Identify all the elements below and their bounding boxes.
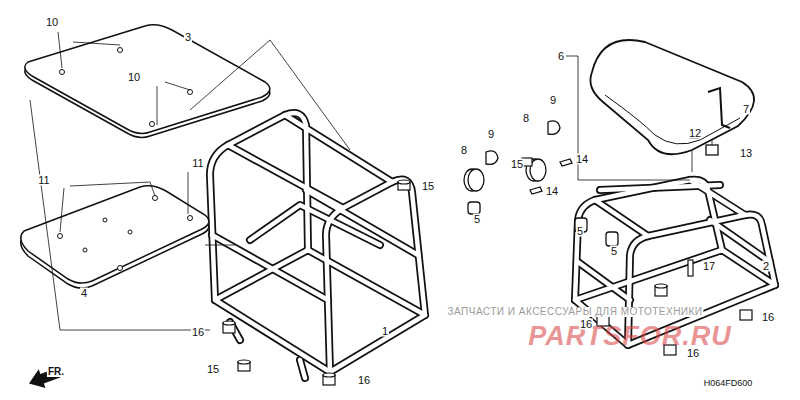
callout-number: 16 (191, 327, 205, 338)
callout-number: 11 (37, 175, 50, 186)
callout-number: 5 (576, 226, 584, 237)
callout-number: 15 (510, 159, 524, 170)
callout-number: 16 (579, 319, 593, 330)
callout-number: 17 (702, 261, 716, 272)
callout-number: 16 (686, 348, 700, 359)
callout-number: 16 (761, 312, 775, 323)
callout-number: 7 (742, 104, 750, 115)
callout-number: 3 (184, 32, 192, 43)
watermark: PARTSFOR.RU (528, 323, 732, 350)
watermark: ЗАПЧАСТИ И АКСЕССУАРЫ ДЛЯ МОТОТЕХНИКИ (446, 307, 703, 317)
callout-number: 8 (460, 145, 468, 156)
callout-number: 14 (575, 154, 589, 165)
callout-number: 4 (80, 288, 88, 299)
callout-number: 5 (473, 214, 481, 225)
callout-number: 16 (357, 375, 371, 386)
callout-number: 15 (206, 364, 220, 375)
callout-number: 10 (127, 72, 141, 83)
callout-number: 12 (688, 128, 702, 139)
callout-number: 1 (381, 326, 389, 337)
callout-number: 10 (45, 17, 59, 28)
callout-number: 6 (557, 51, 565, 62)
callout-number: 9 (549, 95, 557, 106)
direction-label: FR. (47, 367, 65, 377)
callout-number: 2 (762, 261, 770, 272)
callout-number: 8 (522, 113, 530, 124)
callout-number: 5 (610, 246, 618, 257)
callout-number: 13 (739, 148, 753, 159)
diagram-code: H064FD600 (703, 379, 754, 388)
callout-number: 9 (487, 129, 495, 140)
callout-number: 11 (191, 158, 204, 169)
callout-number: 15 (421, 181, 435, 192)
callout-number: 14 (545, 186, 559, 197)
